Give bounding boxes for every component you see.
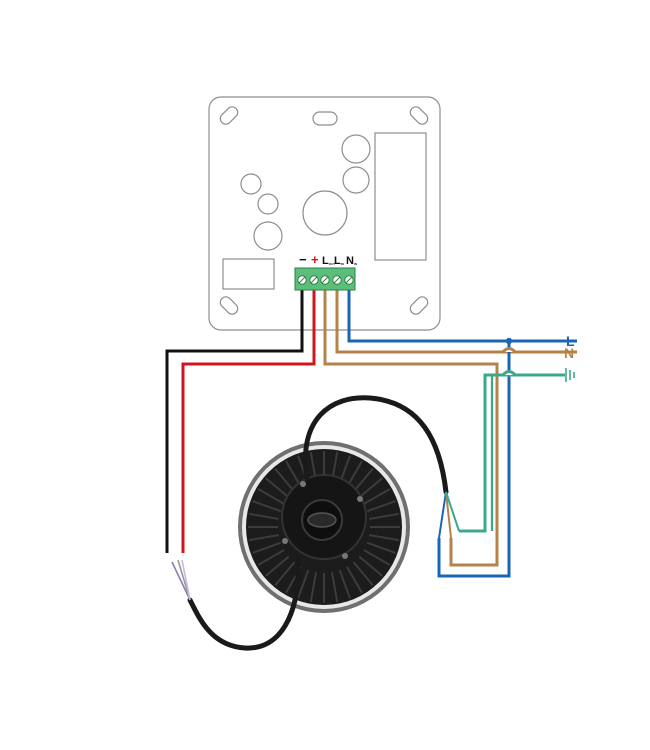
controller-panel	[208, 96, 441, 331]
hub-bolt	[357, 496, 363, 502]
heatsink-fin	[274, 561, 296, 586]
terminal-label: NIN	[346, 255, 357, 267]
heatsink-fin	[358, 555, 383, 577]
heatsink-fin	[369, 534, 400, 542]
junction-dot	[505, 337, 513, 345]
sensor-cable	[187, 557, 301, 651]
heatsink-fin	[248, 512, 279, 520]
mains-label-l: L	[566, 333, 575, 349]
heatsink-fin	[248, 534, 279, 542]
brown-lout-wire	[323, 285, 499, 567]
mount-slot	[219, 106, 239, 125]
mount-slot	[219, 296, 239, 315]
terminal-block	[294, 267, 356, 291]
heatsink-fin	[358, 477, 383, 499]
hub-bolt	[300, 481, 306, 487]
wire-crossover	[501, 347, 517, 354]
sensor-cable-tails	[171, 559, 191, 601]
heatsink-fin	[252, 500, 282, 513]
lamp-power-cable	[303, 395, 449, 495]
terminal-screw-slot	[321, 276, 329, 284]
lower-rect-cutout	[222, 258, 275, 290]
heatsink-fin	[366, 541, 396, 554]
brown-lin-wire	[335, 285, 577, 354]
black-wire	[165, 285, 304, 553]
mount-slot	[409, 106, 429, 125]
mount-slot	[409, 296, 429, 315]
heatsink-fin	[274, 468, 296, 493]
terminal-screw-slot	[310, 276, 318, 284]
lamp-cable-tails	[438, 491, 460, 539]
blue-lamp-wire	[437, 341, 511, 578]
heatsink-fin	[352, 561, 374, 586]
hub-bolt	[342, 553, 348, 559]
heatsink-fin	[265, 555, 290, 577]
heatsink-fin	[331, 572, 339, 603]
wires	[165, 285, 577, 578]
heatsink-fin	[297, 569, 310, 599]
heatsink-fin	[363, 549, 391, 566]
red-wire	[181, 285, 316, 553]
lamp-hook-lug	[307, 512, 337, 528]
terminal-label: LIN	[334, 255, 344, 267]
knockout-hole	[342, 166, 370, 194]
heatsink-fin	[369, 512, 400, 520]
heatsink-fin	[338, 569, 351, 599]
terminal-screws	[297, 275, 354, 285]
led-highbay-lamp	[238, 441, 410, 613]
terminal-screw-slot	[345, 276, 353, 284]
center-hole	[302, 190, 348, 236]
terminal-screw-slot	[333, 276, 341, 284]
heatsink-fin	[346, 566, 363, 594]
knockout-hole	[240, 173, 262, 195]
heatsink-fin	[363, 488, 391, 505]
side-rect-cutout	[374, 132, 427, 261]
hub-bolt	[282, 538, 288, 544]
green-earth-wire	[459, 373, 565, 533]
wire-crossover	[501, 370, 517, 377]
heatsink-fin	[366, 500, 396, 513]
top-slot	[312, 111, 338, 126]
heatsink-fin	[257, 488, 285, 505]
knockout-hole	[341, 134, 371, 164]
heatsink-fin	[257, 549, 285, 566]
heatsink-fin	[309, 572, 317, 603]
terminal-screw-slot	[298, 276, 306, 284]
earth-ground-icon	[565, 368, 575, 382]
mains-label-n: N	[564, 345, 574, 361]
heatsink-fin	[252, 541, 282, 554]
blue-n-wire	[347, 285, 577, 343]
knockout-hole	[253, 221, 283, 251]
knockout-hole	[257, 193, 279, 215]
terminal-label: −	[299, 252, 307, 267]
terminal-label: +	[311, 252, 319, 267]
heatsink-fin	[352, 468, 374, 493]
heatsink-fin	[265, 477, 290, 499]
